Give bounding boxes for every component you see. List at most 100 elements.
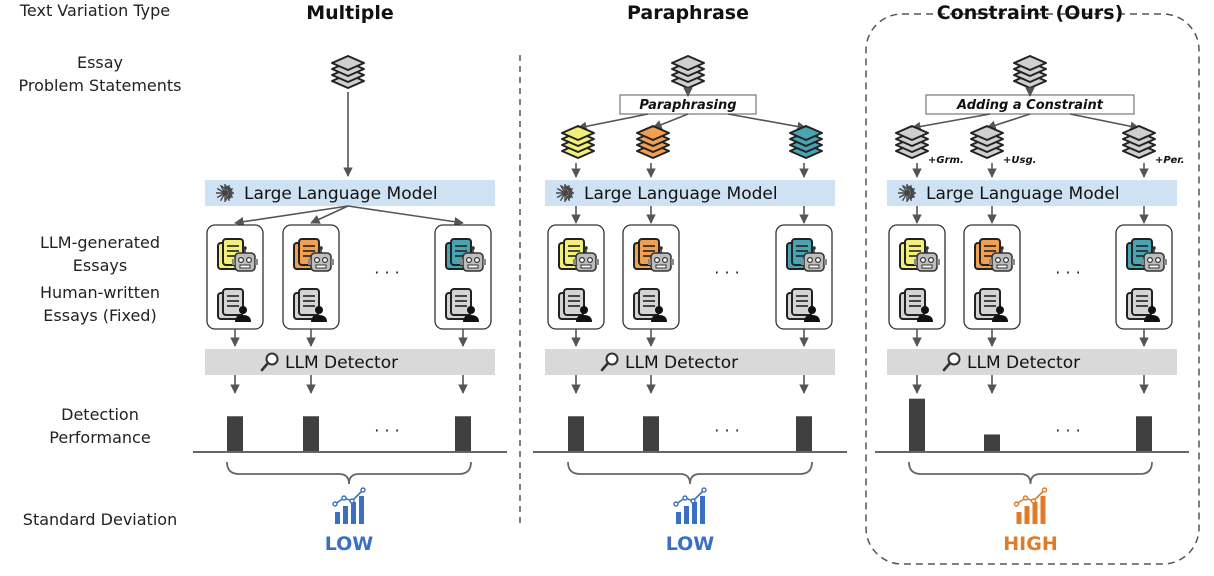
arrow — [310, 205, 349, 224]
magnifier-icon — [260, 352, 279, 372]
document-icon — [1126, 288, 1153, 320]
constraint-tag: +Per. — [1155, 155, 1185, 166]
ellipsis-essays: · · · — [374, 263, 399, 282]
person-icon — [1144, 306, 1160, 322]
label-essay: Essay — [77, 53, 123, 72]
performance-bar — [796, 416, 812, 452]
document-stack-icon — [1122, 125, 1156, 159]
llm-label: Large Language Model — [584, 184, 778, 204]
document-stack-icon — [561, 125, 595, 159]
document-stack-icon — [671, 55, 705, 89]
transform-label: Adding a Constraint — [956, 98, 1104, 113]
person-icon — [576, 306, 592, 322]
panel-title: Constraint (Ours) — [937, 2, 1124, 24]
robot-icon — [232, 246, 258, 272]
detector-bar — [887, 349, 1177, 375]
ellipsis-essays: · · · — [714, 263, 739, 282]
ours-highlight-frame — [865, 13, 1200, 565]
robot-icon — [573, 246, 599, 272]
detector-label: LLM Detector — [625, 353, 738, 373]
document-icon — [974, 288, 1001, 320]
curly-brace — [908, 461, 1153, 485]
std-label: HIGH — [1003, 533, 1057, 555]
arrow — [577, 113, 649, 132]
detector-bar — [205, 349, 495, 375]
document-icon — [445, 288, 472, 320]
label-variation-type: Text Variation Type — [19, 1, 170, 20]
performance-bar — [568, 416, 584, 452]
arrow — [234, 205, 349, 227]
std-label: LOW — [325, 533, 374, 555]
bar-chart-trend-icon — [1013, 487, 1048, 524]
performance-bar — [909, 398, 925, 452]
label-llm-essays: Essays — [73, 256, 127, 275]
arrow — [652, 113, 689, 130]
performance-bar — [227, 416, 243, 452]
llm-bar — [887, 180, 1177, 206]
document-stack-icon — [1013, 55, 1047, 89]
person-icon — [311, 306, 327, 322]
llm-bar — [205, 180, 495, 206]
robot-icon — [1141, 246, 1167, 272]
person-icon — [804, 306, 820, 322]
row-labels: Text Variation Type Essay Problem Statem… — [18, 1, 181, 529]
ellipsis-essays: · · · — [1055, 263, 1080, 282]
magnifier-icon — [942, 352, 961, 372]
std-label: LOW — [666, 533, 715, 555]
document-icon — [293, 288, 320, 320]
snowflake-icon — [898, 184, 916, 202]
arrow — [727, 113, 807, 132]
label-human-essays-fixed: Essays (Fixed) — [43, 306, 156, 325]
person-icon — [992, 306, 1008, 322]
document-stack-icon — [789, 125, 823, 159]
arrow — [986, 113, 1031, 130]
llm-label: Large Language Model — [244, 184, 438, 204]
llm-label: Large Language Model — [926, 184, 1120, 204]
robot-icon — [460, 246, 486, 272]
curly-brace — [226, 461, 472, 485]
label-performance: Performance — [49, 428, 150, 447]
detector-label: LLM Detector — [285, 353, 398, 373]
curly-brace — [567, 461, 813, 485]
document-icon — [558, 288, 585, 320]
ellipsis-performance: · · · — [714, 421, 739, 440]
ellipsis-performance: · · · — [1055, 421, 1080, 440]
panel-constraint: Constraint (Ours)Adding a Constraint+Grm… — [875, 2, 1189, 555]
label-detection: Detection — [61, 405, 139, 424]
performance-bar — [303, 416, 319, 452]
ellipsis-performance: · · · — [374, 421, 399, 440]
label-llm-generated: LLM-generated — [40, 233, 160, 252]
detector-label: LLM Detector — [967, 353, 1080, 373]
panel-title: Multiple — [306, 2, 394, 24]
snowflake-icon — [556, 184, 574, 202]
label-human-written: Human-written — [40, 283, 160, 302]
llm-bar — [545, 180, 835, 206]
robot-icon — [989, 246, 1015, 272]
robot-icon — [914, 246, 940, 272]
label-problem-statements: Problem Statements — [18, 76, 181, 95]
bar-chart-trend-icon — [673, 487, 707, 524]
magnifier-icon — [600, 352, 619, 372]
document-stack-icon — [331, 55, 365, 89]
document-stack-icon — [636, 125, 670, 159]
document-icon — [633, 288, 660, 320]
document-stack-icon — [895, 125, 929, 159]
constraint-tag: +Usg. — [1003, 155, 1036, 166]
detector-bar — [545, 349, 835, 375]
arrow — [1069, 113, 1140, 131]
document-icon — [786, 288, 813, 320]
label-standard-deviation: Standard Deviation — [23, 510, 177, 529]
person-icon — [235, 306, 251, 322]
document-stack-icon — [970, 125, 1004, 159]
arrow — [911, 113, 991, 132]
bar-chart-trend-icon — [332, 487, 366, 524]
robot-icon — [648, 246, 674, 272]
performance-bar — [455, 416, 471, 452]
panel-title: Paraphrase — [627, 2, 749, 24]
document-icon — [899, 288, 926, 320]
person-icon — [463, 306, 479, 322]
